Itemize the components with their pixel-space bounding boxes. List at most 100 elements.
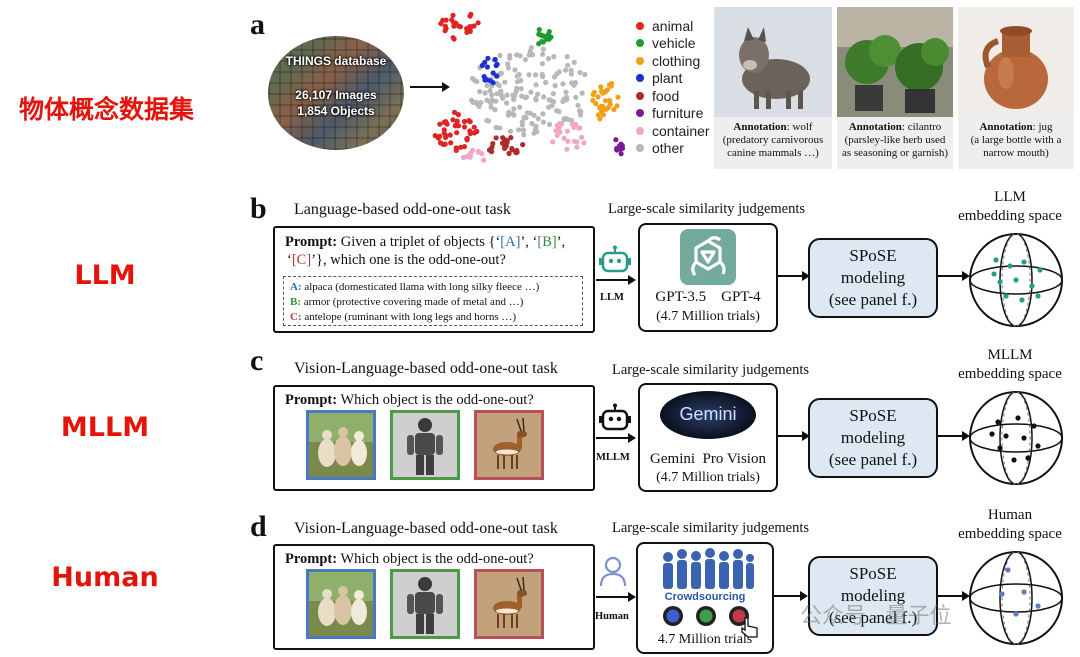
scatter-point-plant — [485, 55, 491, 61]
scatter-point-other — [482, 90, 488, 96]
scatter-point-animal — [451, 20, 457, 26]
scatter-point-plant — [494, 73, 500, 79]
legend-label: furniture — [652, 105, 704, 122]
scatter-point-clothing — [600, 103, 606, 110]
scatter-point-other — [561, 116, 567, 122]
scatter-point-vehicle — [546, 29, 552, 35]
scatter-point-other — [571, 59, 577, 65]
scatter-point-animal — [456, 123, 462, 129]
legend-dot — [636, 74, 644, 83]
sphere-dashed-ring — [1001, 233, 1031, 327]
scatter-point-animal — [443, 119, 449, 125]
scatter-point-other — [469, 97, 475, 103]
scatter-point-food — [513, 150, 519, 156]
sphere-dashed-ring — [1001, 391, 1031, 485]
scatter-point-plant — [479, 62, 485, 69]
jug-image — [958, 7, 1074, 117]
panel-d-agent-label: Human — [595, 611, 629, 622]
embedding-point — [1035, 603, 1041, 609]
annotation-jug-text: Annotation: jug (a large bottle with a n… — [970, 121, 1062, 159]
scatter-point-other — [563, 89, 569, 95]
scatter-point-animal — [450, 117, 456, 123]
scatter-point-food — [509, 147, 515, 153]
panel-c-agent-label: MLLM — [596, 452, 630, 463]
scatter-point-other — [521, 132, 527, 138]
antelope-image — [474, 569, 544, 639]
scatter-point-other — [541, 94, 547, 100]
scatter-point-vehicle — [544, 36, 550, 42]
scatter-point-clothing — [598, 84, 604, 90]
scatter-point-other — [564, 54, 570, 60]
panel-b-trials: (4.7 Million trials) — [656, 309, 760, 324]
scatter-point-animal — [461, 124, 468, 130]
scatter-point-container — [574, 139, 580, 145]
scatter-point-other — [514, 85, 520, 91]
scatter-point-animal — [441, 127, 447, 133]
scatter-point-other — [569, 80, 575, 86]
scatter-point-other — [492, 107, 498, 113]
scatter-point-container — [565, 138, 571, 144]
scatter-point-other — [546, 104, 552, 110]
scatter-point-other — [519, 93, 525, 99]
scatter-point-clothing — [614, 103, 620, 109]
scatter-point-other — [517, 53, 523, 59]
embedding-point — [989, 431, 995, 437]
scatter-point-clothing — [593, 101, 599, 107]
scatter-point-other — [484, 97, 490, 103]
scatter-point-clothing — [608, 83, 614, 89]
panel-c-judgement-title: Large-scale similarity judgements — [612, 362, 810, 378]
alpaca-image — [306, 569, 376, 639]
scatter-point-food — [508, 135, 514, 141]
llm-side-label: LLM — [74, 260, 136, 291]
scatter-point-other — [494, 91, 500, 97]
panel-b-arrow-2 — [776, 271, 810, 281]
scatter-point-other — [560, 81, 566, 87]
legend-dot — [636, 109, 644, 118]
option-b: B: armor (protective covering made of me… — [290, 296, 524, 308]
scatter-point-other — [582, 71, 588, 78]
scatter-point-clothing — [590, 97, 596, 103]
scatter-point-other — [470, 75, 476, 82]
person-icon — [599, 556, 627, 587]
legend-dot — [636, 39, 644, 48]
database-arrow — [410, 82, 450, 92]
choice-buttons — [663, 606, 749, 626]
scatter-point-other — [522, 57, 528, 63]
scatter-point-other — [528, 45, 534, 51]
sphere-equator — [969, 265, 1063, 295]
scatter-point-animal — [467, 13, 473, 19]
antelope-image — [474, 410, 544, 480]
armor-image — [390, 569, 460, 639]
scatter-point-other — [528, 89, 534, 95]
scatter-point-other — [543, 79, 549, 86]
scatter-point-clothing — [590, 91, 596, 98]
scatter-point-other — [539, 61, 546, 67]
scatter-point-plant — [482, 77, 488, 83]
embedding-point — [993, 257, 999, 263]
embedding-point — [1003, 433, 1009, 439]
scatter-point-other — [561, 96, 567, 102]
scatter-point-animal — [437, 140, 444, 146]
scatter-point-animal — [461, 118, 468, 125]
scatter-point-animal — [443, 25, 449, 32]
legend-label: container — [652, 122, 710, 139]
embedding-point — [1037, 267, 1043, 273]
scatter-point-animal — [467, 131, 473, 137]
panel-b-model-box: GPT-3.5 GPT-4 (4.7 Million trials) — [638, 223, 778, 332]
scatter-point-other — [579, 90, 585, 96]
embedding-point — [1013, 277, 1019, 283]
scatter-point-other — [493, 124, 499, 131]
scatter-point-other — [563, 67, 569, 73]
scatter-point-other — [507, 52, 513, 59]
scatter-point-animal — [435, 135, 441, 141]
scatter-point-food — [520, 142, 526, 148]
database-images-count: 26,107 Images — [295, 88, 377, 102]
panel-d-arrow-3 — [936, 591, 970, 601]
panel-a-letter: a — [250, 8, 265, 41]
scatter-point-container — [553, 128, 559, 134]
sphere-meridian — [999, 551, 1033, 645]
scatter-point-other — [489, 92, 495, 98]
scatter-point-other — [533, 96, 539, 102]
